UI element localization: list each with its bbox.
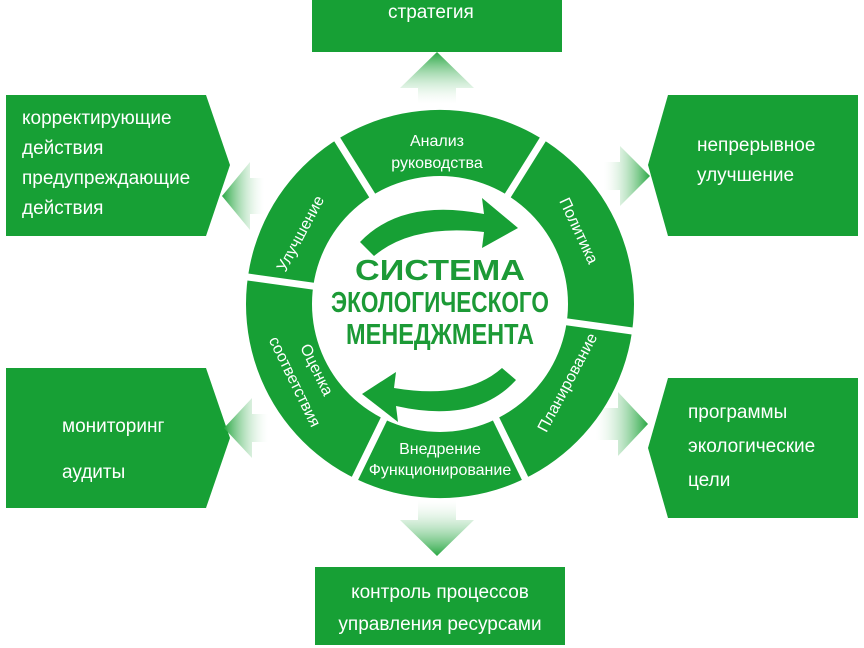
box-strategy bbox=[312, 0, 562, 52]
center-title-line1: СИСТЕМА bbox=[355, 255, 525, 287]
center-title-line3: МЕНЕДЖМЕНТА bbox=[346, 319, 534, 351]
box-resource-control bbox=[315, 567, 565, 645]
arrow-up-icon bbox=[400, 52, 474, 104]
ring-separator-3 bbox=[564, 318, 635, 335]
segment-label-implementation-1: Внедрение bbox=[399, 441, 481, 458]
center-title-line2: ЭКОЛОГИЧЕСКОГО bbox=[331, 287, 549, 319]
box-continual-text: непрерывное улучшение bbox=[697, 131, 815, 191]
box-monitoring bbox=[6, 368, 230, 508]
box-corrective-line1: корректирующие bbox=[22, 108, 172, 129]
cycle-arrow-bottom-icon bbox=[362, 368, 516, 422]
box-programs bbox=[648, 378, 858, 518]
ring-separator-1 bbox=[333, 135, 377, 200]
box-corrective-actions bbox=[6, 95, 230, 236]
ring-band bbox=[245, 109, 634, 499]
arrow-left-top-icon bbox=[222, 162, 264, 230]
box-monitoring-line2: аудиты bbox=[62, 462, 126, 483]
box-strategy-line1: стратегия bbox=[388, 2, 474, 23]
box-programs-line1: программы bbox=[688, 402, 788, 423]
ring-separator-2 bbox=[503, 135, 547, 200]
ring-separator-4 bbox=[492, 415, 530, 482]
arrow-right-top-icon bbox=[604, 146, 650, 206]
box-continual-improvement bbox=[648, 95, 858, 236]
box-corrective-line3: предупреждающие bbox=[22, 168, 191, 189]
ring-separator-5 bbox=[350, 415, 388, 482]
box-continual-line1: непрерывное bbox=[697, 135, 816, 156]
arrow-right-bottom-icon bbox=[596, 392, 648, 456]
cycle-ring bbox=[245, 109, 635, 499]
ring-separator-6 bbox=[245, 273, 316, 290]
box-corrective-line4: действия bbox=[22, 198, 104, 219]
box-strategy-text: стратегия bbox=[388, 0, 474, 28]
segment-label-analysis-1: Анализ bbox=[410, 133, 464, 150]
box-resource-line2: управления ресурсами bbox=[338, 614, 542, 635]
box-corrective-line2: действия bbox=[22, 138, 104, 159]
box-resource-text: контроль процессов управления ресурсами bbox=[328, 577, 552, 641]
segment-label-implementation-2: Функционирование bbox=[369, 462, 512, 479]
box-programs-line3: цели bbox=[688, 470, 731, 491]
segment-label-analysis-2: руководства bbox=[391, 155, 483, 172]
box-monitoring-line1: мониторинг bbox=[62, 416, 165, 437]
box-programs-text: программы экологические цели bbox=[688, 396, 815, 498]
cycle-arrow-top-icon bbox=[360, 198, 518, 256]
box-monitoring-text: мониторинг аудиты bbox=[62, 404, 164, 496]
box-corrective-text: корректирующие действия предупреждающие … bbox=[22, 104, 190, 224]
box-programs-line2: экологические bbox=[688, 436, 816, 457]
arrow-down-icon bbox=[400, 500, 474, 556]
box-resource-line1: контроль процессов bbox=[351, 582, 529, 603]
arrow-left-bottom-icon bbox=[224, 398, 268, 458]
box-continual-line2: улучшение bbox=[697, 165, 795, 186]
